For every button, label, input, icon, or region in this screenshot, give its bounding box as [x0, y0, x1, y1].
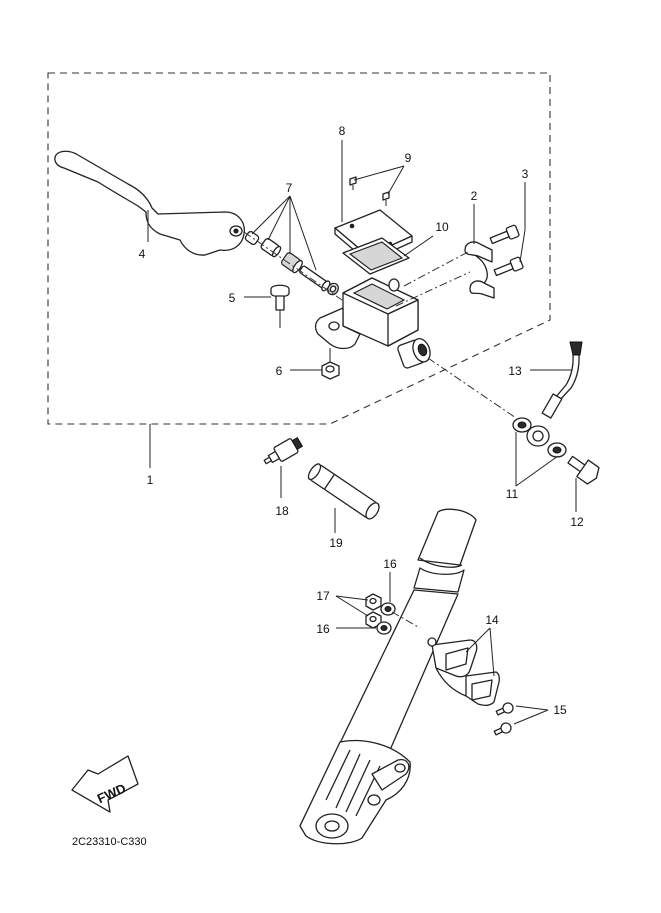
diaphragm [342, 237, 410, 275]
callout-14: 14 [485, 613, 499, 627]
callout-19: 19 [329, 536, 343, 550]
fork-nuts-washers [365, 593, 421, 635]
pivot-collar [307, 463, 380, 533]
callout-9: 9 [405, 151, 412, 165]
leader-lines [147, 140, 577, 725]
callout-12: 12 [570, 515, 584, 529]
hose-guide [427, 637, 500, 706]
alignment-line [427, 357, 517, 419]
callout-10: 10 [435, 220, 449, 234]
front-fork [299, 508, 477, 845]
union-bolt [567, 455, 600, 485]
master-cylinder-body [314, 277, 431, 369]
piston-kit [244, 230, 339, 296]
callout-16: 16 [383, 557, 397, 571]
callout-1: 1 [147, 473, 154, 487]
callout-8: 8 [339, 124, 346, 138]
callout-6: 6 [276, 364, 283, 378]
callout-3: 3 [522, 167, 529, 181]
brake-switch [263, 436, 304, 498]
callout-13: 13 [508, 364, 522, 378]
callout-11: 11 [506, 487, 519, 501]
brake-lever [54, 150, 245, 256]
callout-labels: 1 2 3 4 5 6 7 8 9 10 11 12 13 14 15 16 1… [139, 124, 584, 717]
pivot-bolt [270, 284, 290, 328]
callout-17: 17 [316, 589, 330, 603]
guide-screws [493, 702, 514, 736]
callout-5: 5 [229, 291, 236, 305]
alignment-line [243, 231, 343, 301]
alignment-line [395, 271, 471, 307]
alignment-line [403, 251, 469, 287]
assembly-boundary [47, 72, 551, 425]
cap-screws [349, 176, 390, 206]
fwd-arrow-icon: FWD [71, 755, 139, 813]
lever-holder [464, 241, 495, 299]
callout-18: 18 [275, 504, 289, 518]
callout-2: 2 [471, 189, 478, 203]
holder-bolts [489, 224, 524, 277]
pivot-nut [321, 348, 340, 380]
callout-4: 4 [139, 247, 146, 261]
callout-15: 15 [553, 703, 567, 717]
callout-16-lower: 16 [316, 622, 330, 636]
callout-7: 7 [286, 181, 293, 195]
banjo-fitting [512, 417, 567, 458]
diagram-code: 2C23310-C330 [72, 836, 147, 848]
brake-hose [541, 341, 583, 419]
